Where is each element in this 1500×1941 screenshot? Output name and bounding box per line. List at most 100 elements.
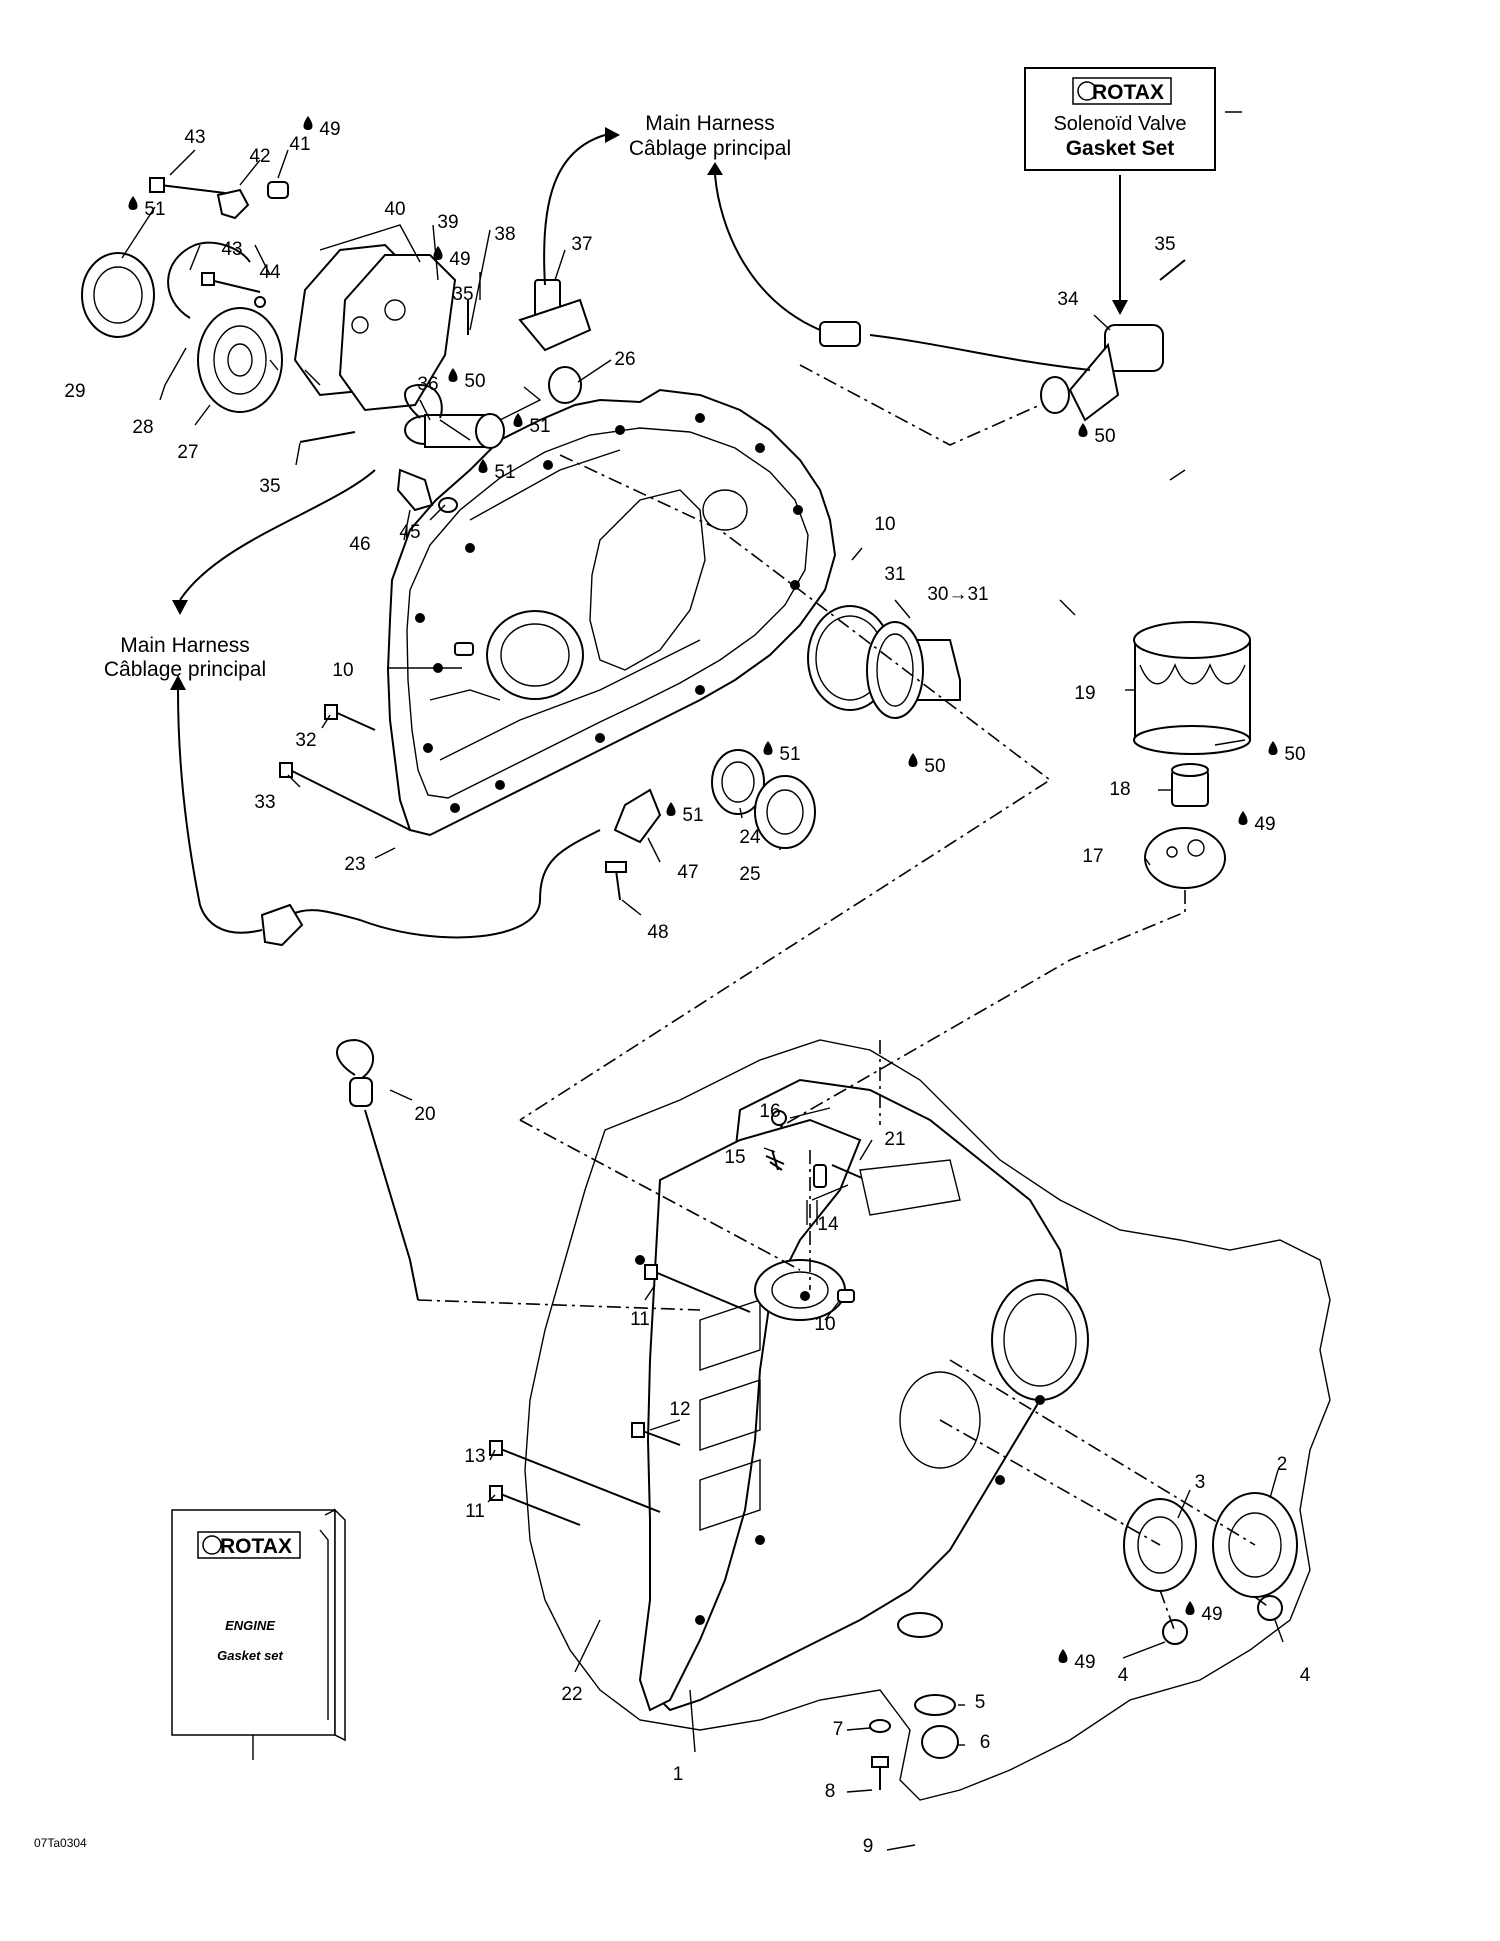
callout-47: 47 — [677, 862, 698, 883]
callout-11: 11 — [465, 1501, 485, 1522]
callout-11: 11 — [630, 1309, 650, 1330]
callout-35: 35 — [452, 284, 473, 305]
harness-label-top-1: Main Harness — [645, 112, 775, 135]
callout-33: 33 — [254, 792, 275, 813]
drawing-id: 07Ta0304 — [34, 1836, 87, 1850]
callout-48: 48 — [647, 922, 668, 943]
callout-15: 15 — [724, 1147, 745, 1168]
oil-drop-icon — [303, 116, 313, 130]
harness-label-left-1: Main Harness — [120, 634, 250, 657]
callout-32: 32 — [295, 730, 316, 751]
callout-12: 12 — [669, 1399, 690, 1420]
callout-13: 13 — [464, 1446, 485, 1467]
callout-10: 10 — [332, 660, 353, 681]
alignment-lines — [417, 364, 1271, 1633]
bearing-25 — [754, 775, 816, 849]
callout-23: 23 — [344, 854, 365, 875]
callout-49: 49 — [1201, 1604, 1222, 1625]
callout-43: 43 — [221, 239, 242, 260]
callout-3: 3 — [1195, 1472, 1206, 1493]
callout-39: 39 — [437, 212, 458, 233]
callout-37: 37 — [571, 234, 592, 255]
callout-35: 35 — [1154, 234, 1175, 255]
oil-drop-icon — [666, 802, 676, 816]
harness-arrows — [170, 127, 1128, 934]
callout-30-31: 30→31 — [927, 584, 988, 605]
kit-brand: ROTAX — [1092, 81, 1164, 104]
callout-44: 44 — [259, 262, 281, 283]
rear-cover — [386, 388, 837, 837]
callout-22: 22 — [561, 1684, 582, 1705]
circlip-28 — [167, 241, 251, 319]
callout-20: 20 — [414, 1104, 435, 1125]
oil-drop-icon — [433, 246, 443, 260]
solenoid-36 — [404, 383, 505, 449]
callout-6: 6 — [980, 1732, 991, 1753]
oil-filter-19 — [1133, 621, 1251, 755]
callout-34: 34 — [1057, 289, 1079, 310]
callout-21: 21 — [884, 1129, 905, 1150]
rear-cover-assembly — [386, 388, 837, 837]
harness-label-top-2: Câblage principal — [629, 137, 791, 160]
callout-50: 50 — [1094, 426, 1115, 447]
right-upper-parts — [260, 259, 1251, 947]
oil-drop-icon — [128, 196, 138, 210]
manual-title: ENGINE — [225, 1618, 275, 1633]
callout-4: 4 — [1118, 1665, 1129, 1686]
callout-27: 27 — [177, 442, 198, 463]
callout-10: 10 — [814, 1314, 835, 1335]
callout-18: 18 — [1109, 779, 1130, 800]
callout-2: 2 — [1277, 1454, 1288, 1475]
callout-14: 14 — [817, 1214, 839, 1235]
callout-36: 36 — [417, 374, 438, 395]
solenoid-kit-box: ROTAX Solenoïd Valve Gasket Set — [1024, 67, 1216, 171]
callout-19: 19 — [1074, 683, 1095, 704]
oil-drop-icon — [513, 413, 523, 427]
callout-49: 49 — [1254, 814, 1275, 835]
gasket-9 — [524, 1039, 1331, 1801]
oil-drop-icon — [763, 741, 773, 755]
callout-35: 35 — [259, 476, 280, 497]
callout-16: 16 — [759, 1101, 780, 1122]
oil-drop-icon — [1268, 741, 1278, 755]
callout-49: 49 — [449, 249, 470, 270]
callout-50: 50 — [1284, 744, 1305, 765]
callout-31: 31 — [884, 564, 905, 585]
callout-8: 8 — [825, 1781, 836, 1802]
callout-49: 49 — [1074, 1652, 1095, 1673]
upper-left-parts — [81, 177, 592, 513]
callout-41: 41 — [289, 134, 310, 155]
callout-40: 40 — [384, 199, 405, 220]
callout-51: 51 — [779, 744, 800, 765]
callout-43: 43 — [184, 127, 205, 148]
callout-4: 4 — [1300, 1665, 1311, 1686]
leader-lines — [121, 111, 1284, 1851]
manual-subtitle: Gasket set — [217, 1648, 283, 1663]
callout-45: 45 — [399, 522, 420, 543]
callout-50: 50 — [924, 756, 945, 777]
callout-17: 17 — [1082, 846, 1103, 867]
callout-26: 26 — [614, 349, 635, 370]
callout-29: 29 — [64, 381, 85, 402]
manual-brand: ROTAX — [220, 1535, 292, 1558]
callout-25: 25 — [739, 864, 760, 885]
callout-1: 1 — [673, 1764, 684, 1785]
callout-50: 50 — [464, 371, 485, 392]
gasket-39 — [338, 254, 457, 412]
callout-51: 51 — [144, 199, 165, 220]
kit-line1: Solenoïd Valve — [1053, 113, 1186, 135]
oil-drop-icon — [1185, 1601, 1195, 1615]
callout-10: 10 — [874, 514, 895, 535]
callout-28: 28 — [132, 417, 153, 438]
oil-drop-icon — [1078, 423, 1088, 437]
plate-17 — [1144, 827, 1226, 889]
gasket-manual: ROTAX ENGINE Gasket set — [171, 1508, 346, 1760]
callout-46: 46 — [349, 534, 370, 555]
callout-51: 51 — [494, 462, 515, 483]
callout-51: 51 — [529, 416, 550, 437]
oil-drop-icon — [908, 753, 918, 767]
callout-49: 49 — [319, 119, 340, 140]
callout-5: 5 — [975, 1692, 986, 1713]
